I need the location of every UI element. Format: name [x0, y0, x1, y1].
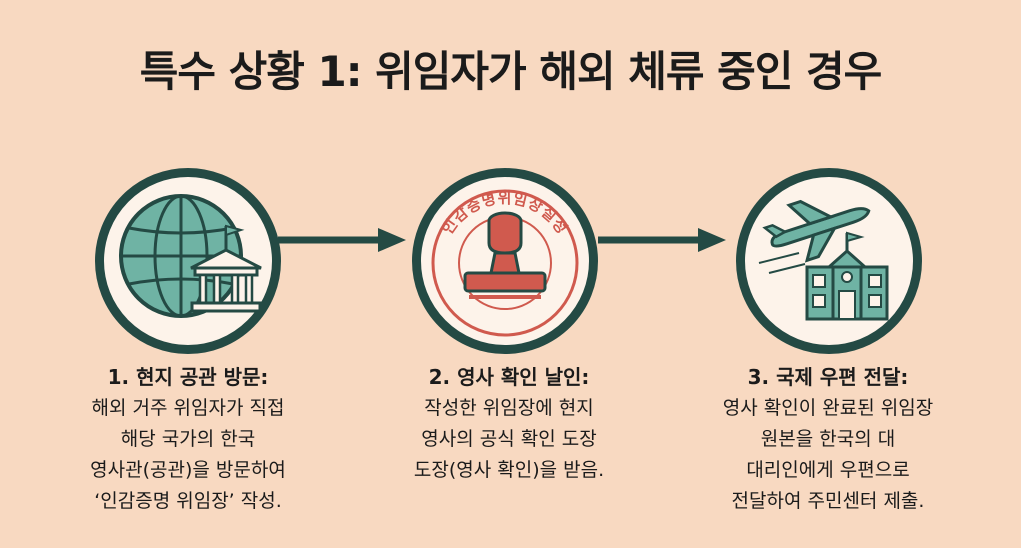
globe-embassy-icon: [113, 186, 263, 336]
step-3-title: 3. 국제 우편 전달:: [678, 362, 978, 393]
step-2-text: 2. 영사 확인 날인: 작성한 위임장에 현지 영사의 공식 확인 도장 도장…: [359, 362, 659, 486]
step-1-line: ‘인감증명 위임장’ 작성.: [38, 486, 338, 517]
step-3-line: 원본을 한국의 대: [678, 424, 978, 455]
step-2-line: 영사의 공식 확인 도장: [359, 424, 659, 455]
step-2-line: 작성한 위임장에 현지: [359, 393, 659, 424]
step-3-line: 전달하여 주민센터 제출.: [678, 486, 978, 517]
step-2-title: 2. 영사 확인 날인:: [359, 362, 659, 393]
step-3-line: 영사 확인이 완료된 위임장: [678, 393, 978, 424]
step-1-line: 해외 거주 위임자가 직접: [38, 393, 338, 424]
stamp-icon: 인감증명위임장실성: [425, 181, 585, 341]
step-2-line: 도장(영사 확인)을 받음.: [359, 455, 659, 486]
step-2-circle: 인감증명위임장실성: [412, 168, 598, 354]
step-1-line: 해당 국가의 한국: [38, 424, 338, 455]
arrow-right-icon: [598, 226, 728, 254]
step-1-circle: [95, 168, 281, 354]
step-1-text: 1. 현지 공관 방문: 해외 거주 위임자가 직접 해당 국가의 한국 영사관…: [38, 362, 338, 517]
step-1-line: 영사관(공관)을 방문하여: [38, 455, 338, 486]
arrow-right-icon: [278, 226, 408, 254]
step-3-line: 대리인에게 우편으로: [678, 455, 978, 486]
page-title: 특수 상황 1: 위임자가 해외 체류 중인 경우: [0, 38, 1021, 99]
step-3-text: 3. 국제 우편 전달: 영사 확인이 완료된 위임장 원본을 한국의 대 대리…: [678, 362, 978, 517]
airplane-building-icon: [749, 181, 909, 341]
step-1-title: 1. 현지 공관 방문:: [38, 362, 338, 393]
step-3-circle: [736, 168, 922, 354]
